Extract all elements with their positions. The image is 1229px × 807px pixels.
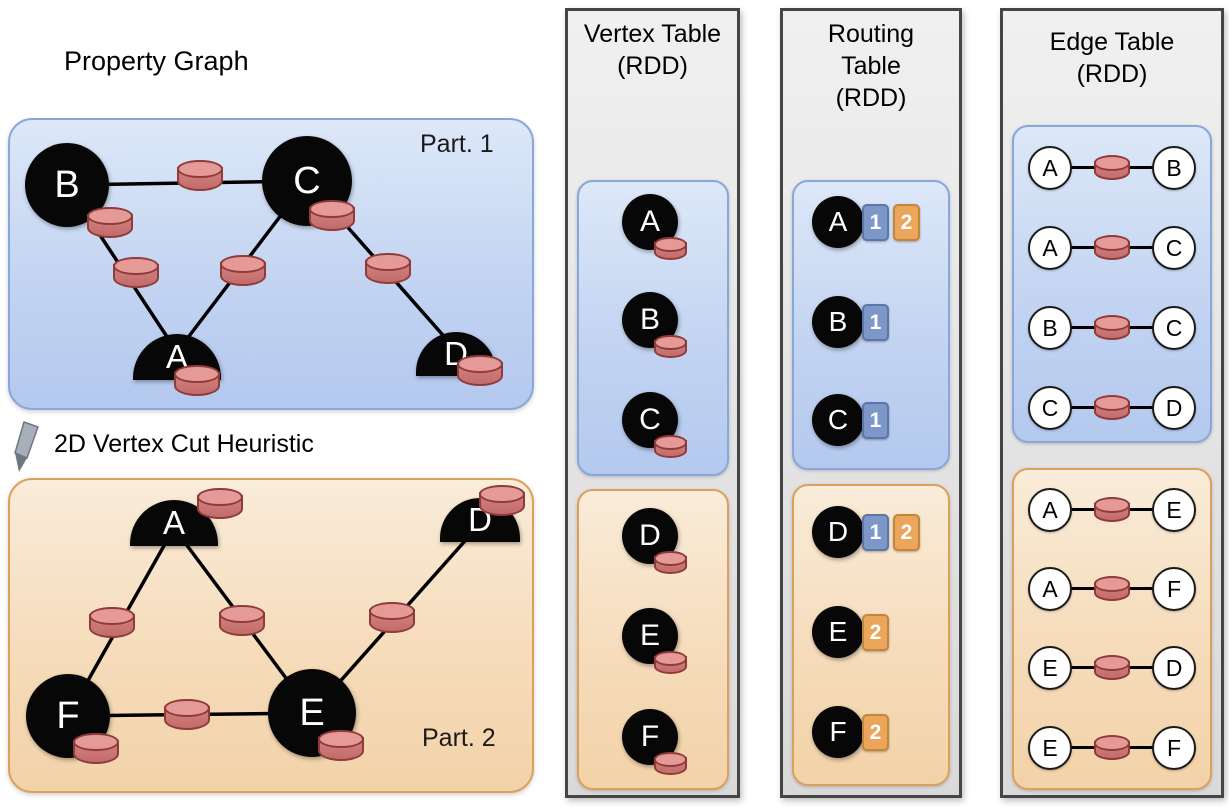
routing-row-C: C [812, 394, 864, 446]
routing-badge-F-partition2: 2 [862, 714, 889, 751]
edge-row-src-A: A [1028, 567, 1072, 611]
vertex-table-label-A: A [639, 205, 660, 238]
vertex-table-label-C: C [639, 403, 661, 436]
edge-row-cylinder-E-F [1094, 735, 1130, 760]
vertex-table-cylinder-F [654, 752, 687, 775]
routing-row-D: D [812, 506, 864, 558]
vertex-table-cylinder-D [654, 551, 687, 574]
routing-badge-D-partition1: 1 [862, 514, 889, 551]
edge-property-cylinder-A-F [89, 607, 135, 638]
partition2-label: Part. 2 [422, 724, 496, 752]
vertex-table-cylinder-C [654, 435, 687, 458]
pencil-arrow-icon [14, 421, 39, 472]
routing-badge-B-partition1: 1 [862, 304, 889, 341]
vertex-table-cylinder-B [654, 335, 687, 358]
routing-table-title-line2: Table [841, 52, 901, 80]
edge-table-title: Edge Table (RDD) [1000, 26, 1224, 90]
cut-heuristic-label: 2D Vertex Cut Heuristic [54, 430, 314, 458]
edge-property-cylinder-C-A [220, 255, 266, 286]
edge-table-title-line1: Edge Table [1049, 28, 1175, 56]
vertex-property-cylinder-D-part2 [479, 485, 525, 516]
edge-row-dst-C: C [1152, 306, 1196, 350]
vertex-table-label-F: F [640, 720, 660, 753]
edge-property-cylinder-B-C [177, 160, 223, 191]
vertex-table-title-line1: Vertex Table [583, 20, 722, 48]
vertex-property-cylinder-E [318, 730, 364, 761]
routing-badge-D-partition2: 2 [893, 514, 920, 551]
edge-property-cylinder-B-A [113, 257, 159, 288]
routing-label-D: D [827, 516, 849, 547]
edge-row-src-A: A [1028, 488, 1072, 532]
vertex-property-cylinder-B [87, 207, 133, 238]
vertex-B-label: B [54, 163, 80, 206]
routing-label-F: F [829, 716, 847, 747]
routing-label-A: A [828, 206, 848, 237]
vertex-property-cylinder-F [73, 733, 119, 764]
edge-row-cylinder-C-D [1094, 395, 1130, 420]
routing-table-title-line3: (RDD) [835, 84, 907, 112]
edge-row-cylinder-B-C [1094, 315, 1130, 340]
edge-row-cylinder-A-E [1094, 497, 1130, 522]
vertex-table-label-E: E [639, 619, 660, 652]
edge-row-dst-F: F [1152, 726, 1196, 770]
edge-row-dst-C: C [1152, 226, 1196, 270]
edge-row-src-B: B [1028, 306, 1072, 350]
property-graph-title: Property Graph [64, 46, 249, 76]
routing-label-C: C [827, 404, 849, 435]
routing-table-title: Routing Table (RDD) [780, 18, 962, 114]
edge-row-src-A: A [1028, 146, 1072, 190]
edge-property-cylinder-A-E [219, 605, 265, 636]
edge-row-cylinder-E-D [1094, 655, 1130, 680]
vertex-property-cylinder-A-part2 [197, 488, 243, 519]
vertex-C-label: C [293, 159, 321, 202]
vertex-F-label: F [56, 694, 80, 737]
vertex-table-title: Vertex Table (RDD) [565, 18, 740, 82]
vertex-property-cylinder-C [309, 200, 355, 231]
routing-row-B: B [812, 296, 864, 348]
vertex-table-cylinder-E [654, 651, 687, 674]
vertex-table-label-D: D [639, 519, 661, 552]
edge-row-dst-D: D [1152, 646, 1196, 690]
routing-label-B: B [828, 306, 848, 337]
routing-badge-A-partition1: 1 [862, 204, 889, 241]
edge-row-cylinder-A-B [1094, 155, 1130, 180]
vertex-property-cylinder-D-part1 [457, 355, 503, 386]
edge-row-src-E: E [1028, 646, 1072, 690]
edge-row-dst-F: F [1152, 567, 1196, 611]
routing-row-A: A [812, 196, 864, 248]
vertex-table-title-line2: (RDD) [617, 52, 688, 80]
edge-row-src-C: C [1028, 386, 1072, 430]
vertex-A-label: A [162, 504, 185, 541]
vertex-table-label-B: B [639, 303, 660, 336]
edge-row-cylinder-A-C [1094, 235, 1130, 260]
vertex-table-cylinder-A [654, 237, 687, 260]
vertex-property-cylinder-A-part1 [174, 365, 220, 396]
routing-badge-C-partition1: 1 [862, 402, 889, 439]
routing-row-F: F [812, 706, 864, 758]
edge-row-dst-E: E [1152, 488, 1196, 532]
routing-row-E: E [812, 606, 864, 658]
routing-badge-E-partition2: 2 [862, 614, 889, 651]
vertex-E-part2: E [268, 669, 356, 757]
edge-row-src-E: E [1028, 726, 1072, 770]
routing-label-E: E [828, 616, 848, 647]
edge-row-dst-B: B [1152, 146, 1196, 190]
edge-row-src-A: A [1028, 226, 1072, 270]
edge-row-dst-D: D [1152, 386, 1196, 430]
partition1-label: Part. 1 [420, 130, 494, 158]
vertex-E-label: E [299, 691, 325, 734]
edge-row-cylinder-A-F [1094, 576, 1130, 601]
edge-table-title-line2: (RDD) [1076, 60, 1148, 88]
routing-badge-A-partition2: 2 [893, 204, 920, 241]
edge-property-cylinder-F-E [164, 699, 210, 730]
edge-property-cylinder-E-D [369, 602, 415, 633]
routing-table-title-line1: Routing [827, 20, 915, 48]
edge-property-cylinder-C-D [365, 253, 411, 284]
